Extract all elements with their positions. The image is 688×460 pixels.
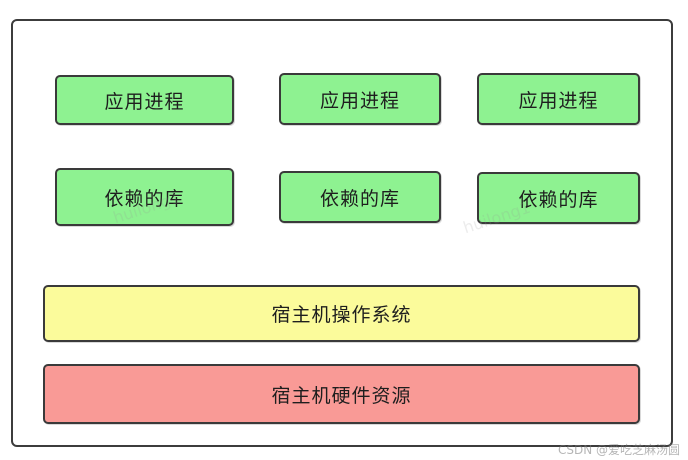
host-os-label: 宿主机操作系统: [271, 304, 412, 326]
host-hardware-box: 宿主机硬件资源: [43, 364, 640, 424]
app-process-box-3: 应用进程: [477, 73, 640, 125]
app-process-box-1: 应用进程: [55, 75, 234, 125]
library-label-1: 依赖的库: [104, 187, 185, 210]
credit-text: CSDN @爱吃芝麻汤圆: [557, 443, 680, 457]
app-process-box-2: 应用进程: [279, 73, 441, 125]
host-os-box: 宿主机操作系统: [43, 285, 640, 342]
library-label-3: 依赖的库: [518, 188, 599, 211]
library-box-2: 依赖的库: [279, 171, 441, 223]
library-box-3: 依赖的库: [477, 172, 640, 224]
library-label-2: 依赖的库: [319, 187, 400, 210]
app-process-label-1: 应用进程: [104, 90, 185, 113]
library-box-1: 依赖的库: [55, 168, 234, 226]
host-hardware-label: 宿主机硬件资源: [271, 384, 412, 407]
app-process-label-2: 应用进程: [319, 89, 400, 112]
app-process-label-3: 应用进程: [518, 89, 599, 112]
